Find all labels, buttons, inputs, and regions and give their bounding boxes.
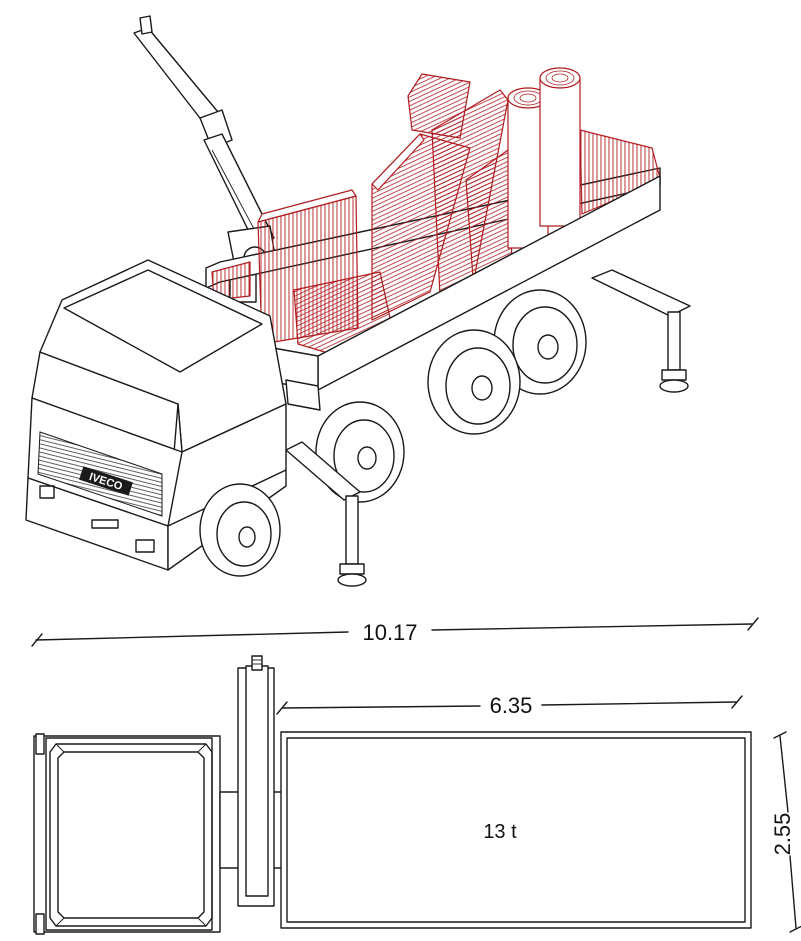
bed-width-label: 2.55	[770, 813, 795, 856]
dimension-bed-length: 6.35	[276, 693, 743, 718]
bed-length-label: 6.35	[490, 693, 533, 718]
dimension-overall-length: 10.17	[31, 617, 759, 647]
overall-length-label: 10.17	[362, 620, 417, 645]
rear-outrigger	[591, 269, 691, 393]
dimension-bed-width: 2.55	[770, 731, 801, 933]
cab: IVECO	[25, 259, 287, 571]
cargo-bed-top-view: 13 t	[280, 731, 752, 929]
rear-wheel-1	[427, 329, 521, 435]
top-view: 6.35 13 t 2.55	[33, 655, 801, 935]
bed-capacity-label: 13 t	[483, 821, 517, 843]
cargo-load	[211, 67, 661, 357]
brand-badge	[79, 466, 133, 496]
front-wheel	[199, 483, 281, 577]
front-outrigger	[285, 441, 367, 587]
cab-top-view	[33, 733, 221, 935]
crane-top-view	[237, 655, 275, 907]
isometric-truck-view: IVECO	[25, 15, 691, 587]
chassis	[285, 379, 321, 411]
